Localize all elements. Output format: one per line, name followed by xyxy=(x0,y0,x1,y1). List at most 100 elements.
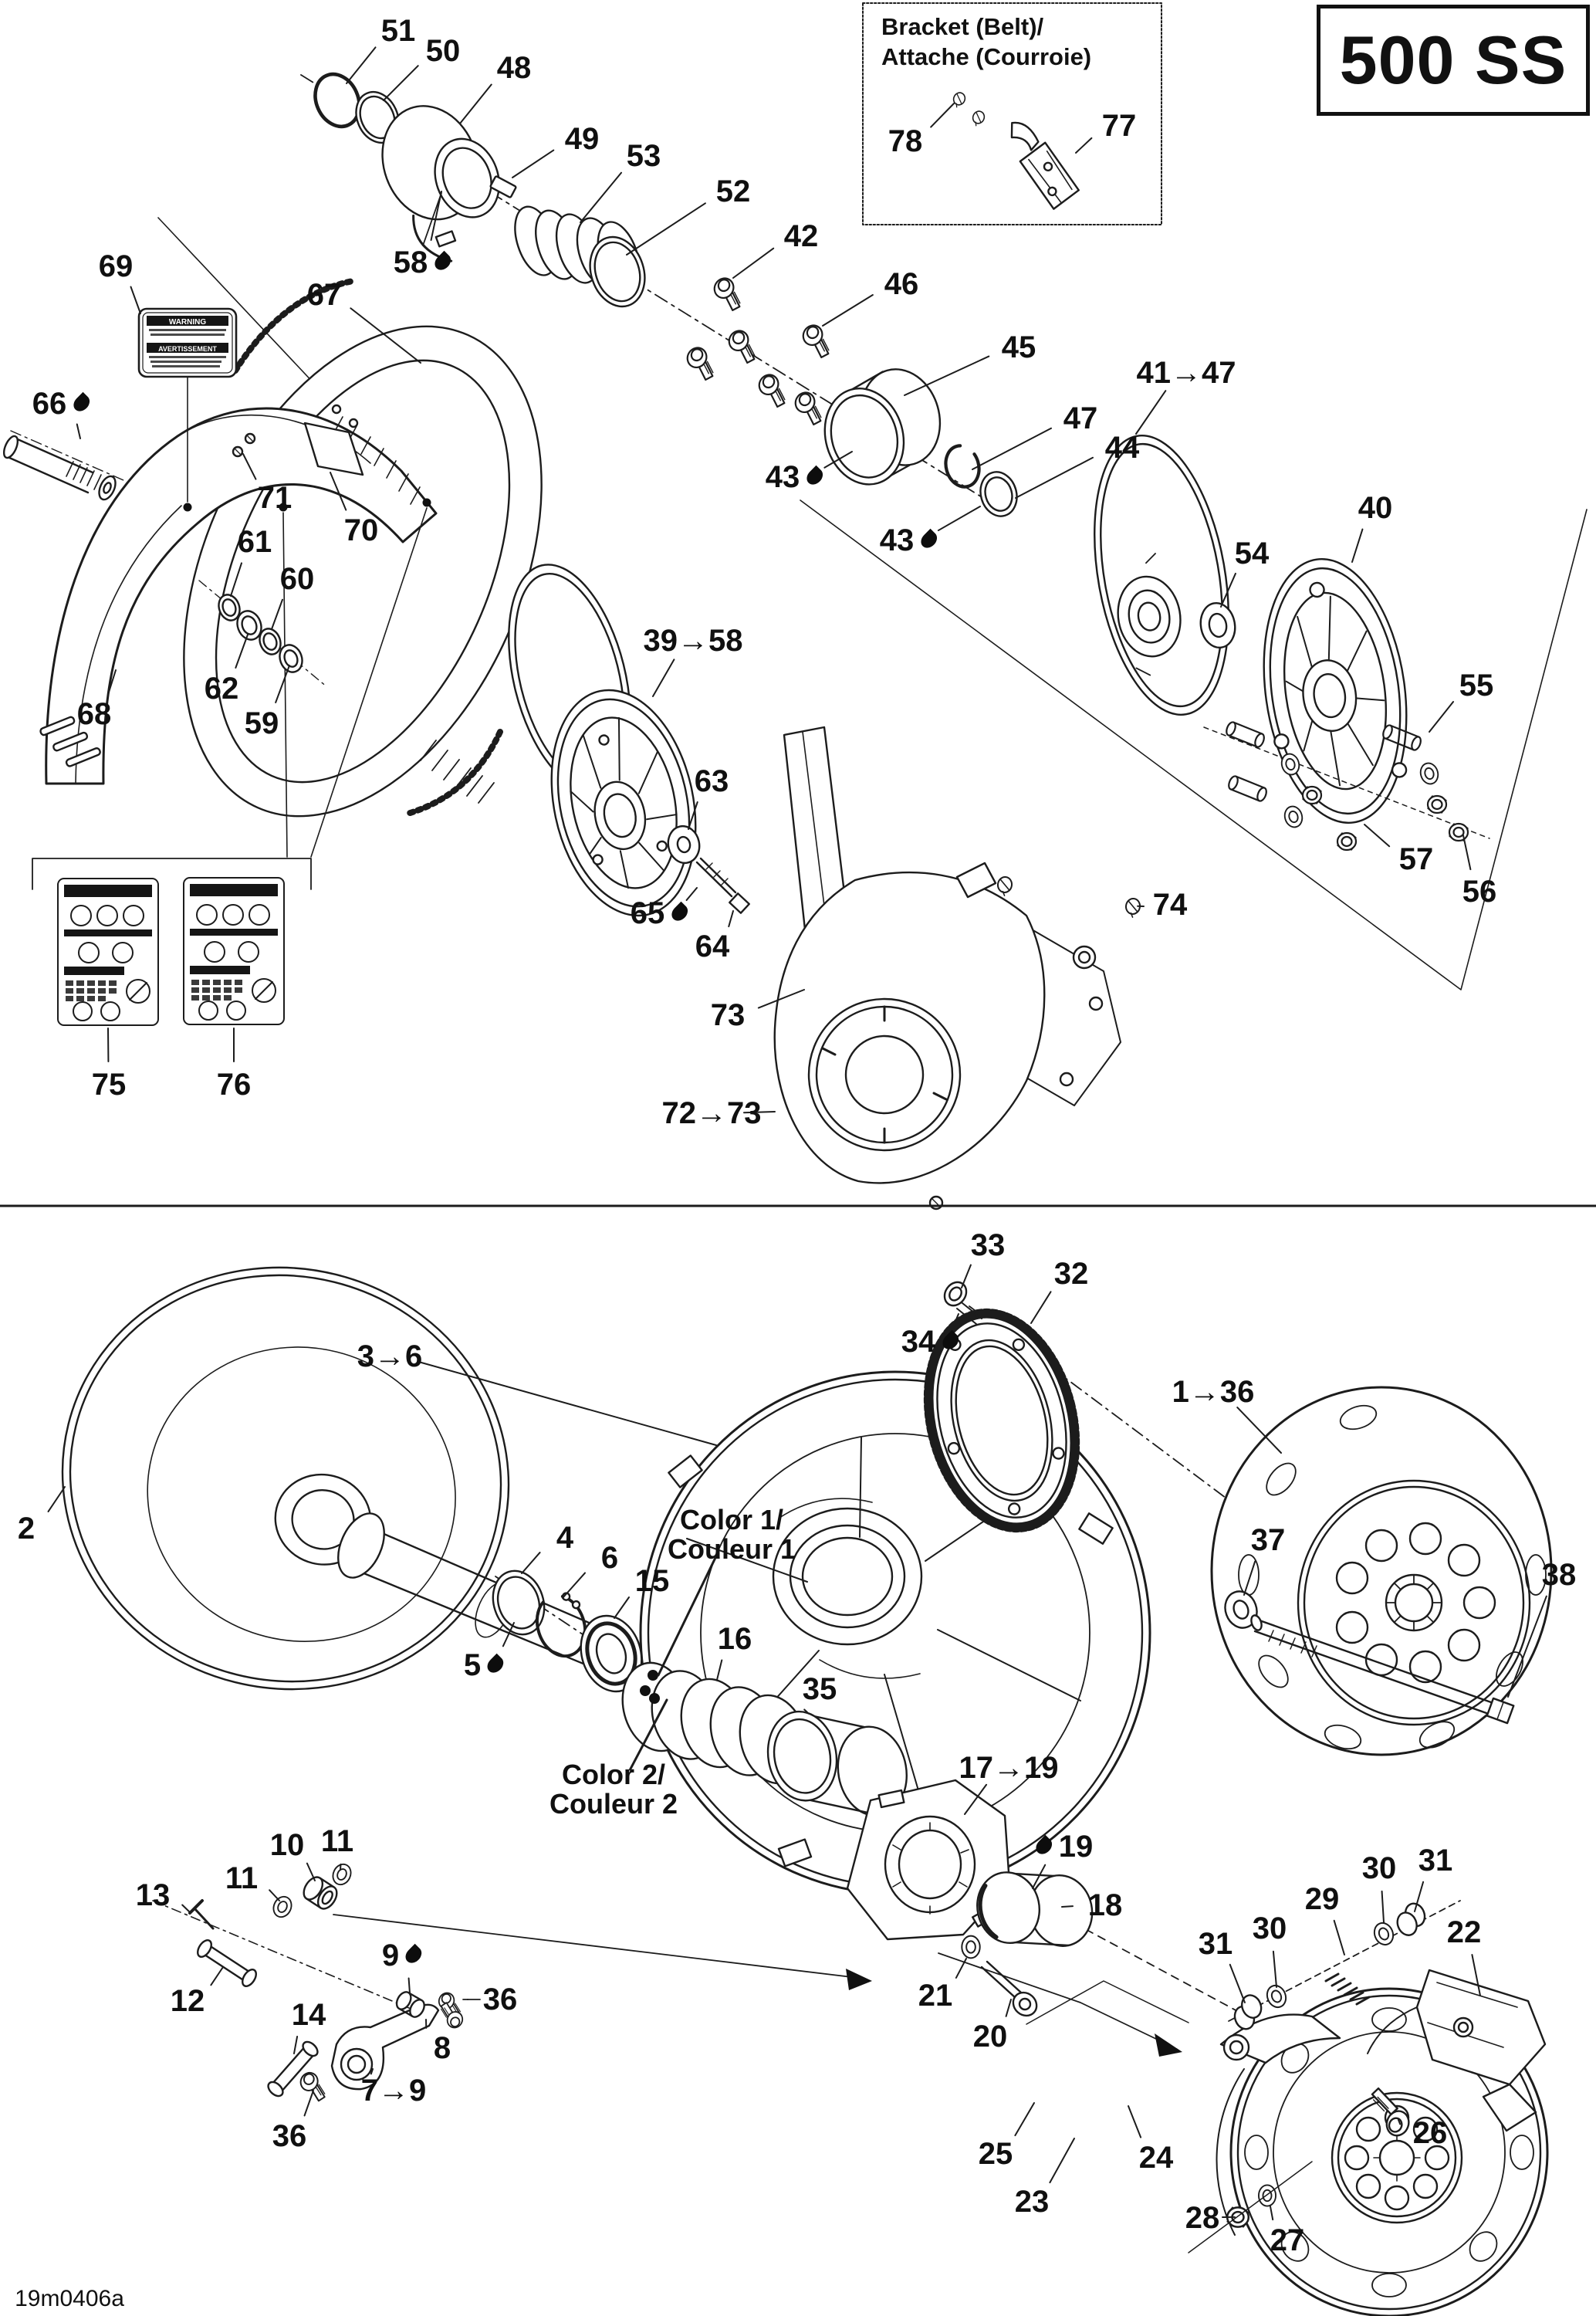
leader-line xyxy=(130,286,141,314)
part-callout-55: 55 xyxy=(1459,668,1494,703)
belt-bracket-part xyxy=(1010,121,1080,210)
part-callout-41-47: 41→47 xyxy=(1136,355,1236,390)
clutch-drum xyxy=(1210,1386,1553,1756)
part-callout-62: 62 xyxy=(204,671,239,706)
leader-line xyxy=(1471,1954,1481,1996)
part-callout-75: 75 xyxy=(91,1067,127,1102)
leader-line xyxy=(688,801,698,830)
leader-line xyxy=(757,989,805,1009)
leader-line xyxy=(952,1313,959,1326)
part-callout-40: 40 xyxy=(1358,490,1393,525)
leader-line xyxy=(823,451,853,469)
leader-line xyxy=(1351,528,1364,563)
leader-line xyxy=(1049,2138,1075,2184)
part-callout-44: 44 xyxy=(1104,430,1140,465)
part-callout-68: 68 xyxy=(76,696,112,731)
part-callout-16: 16 xyxy=(717,1621,752,1656)
part-callout-Color-1-Couleur-1: Color 1/ Couleur 1 xyxy=(667,1503,796,1565)
leader-line xyxy=(383,65,419,101)
leader-line xyxy=(47,1486,66,1512)
drive-fixed-half xyxy=(61,1266,666,1691)
part-callout-13: 13 xyxy=(135,1878,171,1912)
part-callout-63: 63 xyxy=(694,764,729,798)
part-callout-48: 48 xyxy=(496,50,532,85)
part-callout-54: 54 xyxy=(1234,536,1270,571)
leader-line xyxy=(407,1977,411,1994)
shim-set xyxy=(198,580,328,688)
leader-line xyxy=(420,1361,717,1446)
part-callout-65: 65 xyxy=(631,897,691,929)
part-callout-30: 30 xyxy=(1252,1911,1287,1945)
part-callout-25: 25 xyxy=(978,2136,1013,2171)
part-callout-77: 77 xyxy=(1101,108,1137,143)
leader-line xyxy=(562,1572,587,1599)
part-callout-74: 74 xyxy=(1152,887,1188,922)
leader-line xyxy=(210,1966,224,1986)
leader-line xyxy=(803,1708,808,1713)
leader-line xyxy=(964,1783,988,1815)
leader-line xyxy=(1236,1407,1282,1454)
leader-line xyxy=(822,294,874,327)
model-badge: 500 SS xyxy=(1317,5,1590,116)
part-callout-24: 24 xyxy=(1138,2140,1174,2175)
part-callout-59: 59 xyxy=(244,706,279,740)
part-callout-50: 50 xyxy=(425,33,461,68)
part-callout-70: 70 xyxy=(343,513,379,547)
leader-line xyxy=(961,1264,972,1288)
warning-decal: WARNING AVERTISSEMENT xyxy=(137,307,431,858)
driven-fixed-half xyxy=(1094,435,1236,716)
leader-line xyxy=(303,2090,314,2117)
part-callout-1-36: 1→36 xyxy=(1172,1374,1255,1409)
leader-line xyxy=(181,1904,191,1913)
leader-line xyxy=(1220,572,1236,608)
part-callout-30: 30 xyxy=(1361,1850,1397,1885)
part-callout-76: 76 xyxy=(216,1067,252,1102)
part-callout-61: 61 xyxy=(237,524,272,559)
part-callout-11: 11 xyxy=(320,1823,354,1858)
part-callout-11: 11 xyxy=(225,1861,259,1895)
leader-line xyxy=(652,659,675,697)
leader-line xyxy=(235,634,249,669)
leader-line xyxy=(293,2036,299,2054)
leader-line xyxy=(275,665,290,703)
leader-line xyxy=(1005,1999,1012,2017)
governor-cup-assembly xyxy=(938,1902,1549,2316)
part-callout-73: 73 xyxy=(710,997,746,1032)
part-callout-27: 27 xyxy=(1270,2223,1305,2257)
part-callout-14: 14 xyxy=(291,1997,326,2032)
svg-text:AVERTISSEMENT: AVERTISSEMENT xyxy=(158,345,217,353)
leader-line xyxy=(271,598,283,630)
part-callout-32: 32 xyxy=(1053,1256,1089,1291)
sleeve-and-rings xyxy=(823,368,1018,517)
part-callout-29: 29 xyxy=(1304,1881,1340,1916)
part-callout-19m0406a: 19m0406a xyxy=(15,2286,124,2312)
leader-line xyxy=(1229,1963,1246,2003)
leader-line xyxy=(1398,2119,1402,2125)
leader-line xyxy=(430,191,442,241)
leader-line xyxy=(728,910,734,928)
part-callout-57: 57 xyxy=(1398,841,1434,876)
spring-chain xyxy=(492,1569,908,1817)
part-callout-3-6: 3→6 xyxy=(357,1339,423,1373)
leader-line xyxy=(1333,1919,1345,1955)
part-callout-19: 19 xyxy=(1033,1830,1093,1863)
inset-box xyxy=(862,2,1162,225)
part-callout-53: 53 xyxy=(626,138,661,173)
leader-line xyxy=(626,202,706,256)
part-callout-43: 43 xyxy=(766,461,826,493)
leader-line xyxy=(1414,1881,1425,1912)
part-callout-42: 42 xyxy=(783,218,819,253)
leader-line xyxy=(1243,1560,1256,1596)
screw-cluster xyxy=(681,273,839,428)
leader-line xyxy=(1507,1595,1547,1698)
part-callout-46: 46 xyxy=(884,266,919,301)
part-callout-9: 9 xyxy=(382,1939,425,1972)
part-callout-10: 10 xyxy=(269,1827,305,1862)
part-callout-12: 12 xyxy=(170,1983,205,2018)
leader-line xyxy=(350,307,421,364)
leader-line xyxy=(346,46,377,84)
ring-gear xyxy=(923,1281,1080,1533)
leader-line xyxy=(1075,137,1093,154)
